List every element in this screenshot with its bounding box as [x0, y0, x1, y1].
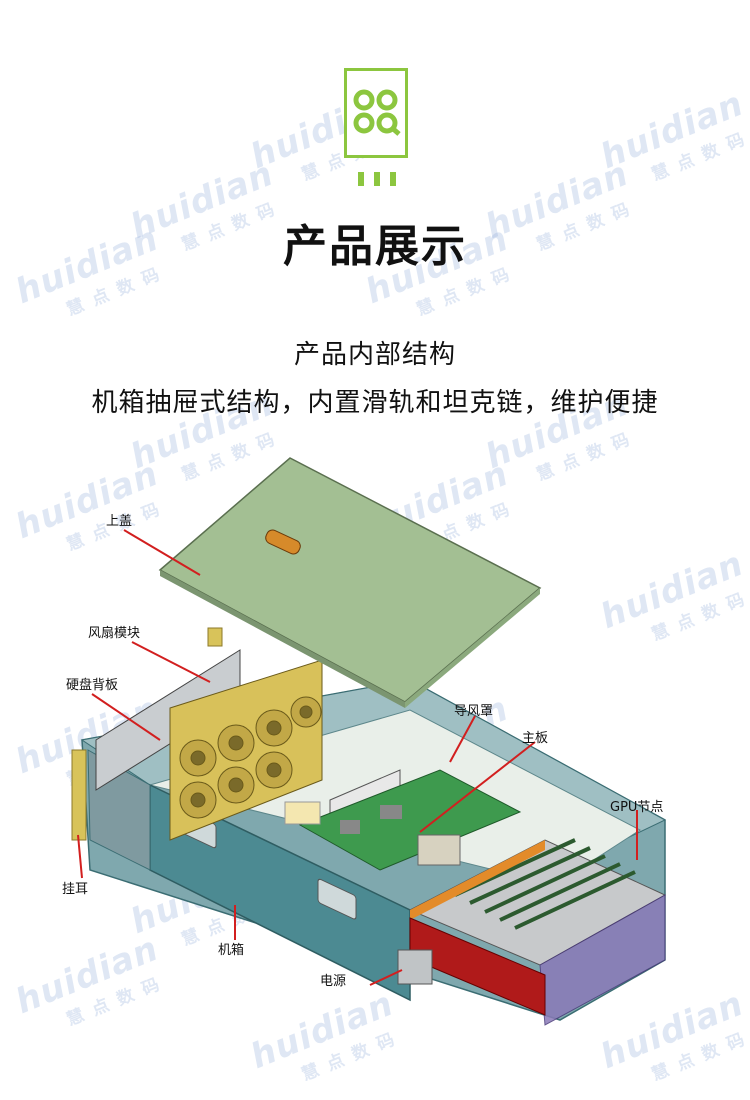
label-chassis: 机箱	[218, 943, 245, 958]
label-gpu-node: GPU节点	[610, 800, 664, 815]
section-description: 机箱抽屉式结构，内置滑轨和坦克链，维护便捷	[91, 388, 659, 418]
decorative-bars	[358, 172, 396, 186]
section-subtitle: 产品内部结构	[293, 340, 456, 370]
label-air-shroud: 导风罩	[454, 704, 494, 719]
motherboard	[298, 769, 522, 871]
power-supply	[397, 949, 433, 985]
label-motherboard: 主板	[522, 731, 549, 746]
rack-ear	[71, 749, 87, 841]
brand-logo	[344, 68, 408, 158]
label-fan-module: 风扇模块	[88, 626, 141, 641]
label-rack-ear: 挂耳	[62, 882, 89, 897]
server-exploded-diagram	[71, 457, 667, 1026]
label-top-cover: 上盖	[106, 514, 133, 529]
label-power-supply: 电源	[320, 974, 347, 989]
page-title: 产品展示	[283, 221, 467, 272]
leader-lines	[77, 529, 638, 986]
fan-module	[169, 659, 323, 841]
logo-mark-icon	[353, 89, 401, 136]
label-hdd-backplane: 硬盘背板	[66, 678, 119, 693]
